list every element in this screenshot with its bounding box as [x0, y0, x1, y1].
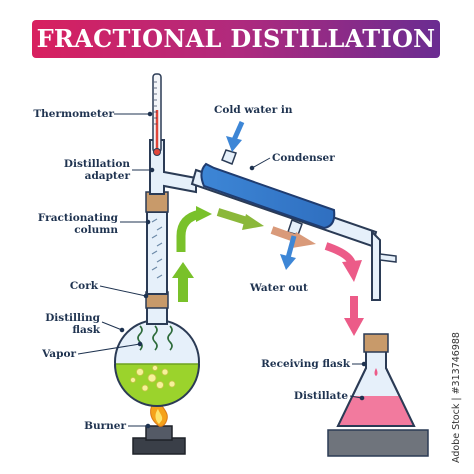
label-distillate: Distillate	[293, 390, 348, 402]
stock-id-text: Adobe Stock | #313746988	[451, 332, 462, 463]
water-out-arrow	[280, 235, 297, 270]
label-cold-water-in: Cold water in	[214, 104, 293, 116]
vapor-curve-arrow	[176, 206, 212, 252]
label-burner: Burner	[84, 420, 126, 432]
burner-neck	[145, 425, 173, 441]
stock-id-watermark: Adobe Stock | #313746988	[447, 332, 469, 465]
title-banner	[32, 20, 440, 58]
label-distilling-flask-line1: Distilling	[45, 312, 100, 324]
label-distillation-adapter-line2: adapter	[84, 170, 130, 182]
label-water-out: Water out	[250, 282, 308, 294]
label-thermometer: Thermometer	[33, 108, 114, 120]
label-distilling-flask: Distilling flask	[30, 312, 100, 336]
label-fractionating-column-line2: column	[74, 224, 118, 236]
cork-receiving	[363, 333, 389, 353]
label-receiving-flask: Receiving flask	[261, 358, 350, 370]
label-fractionating-column-line1: Fractionating	[37, 212, 118, 224]
label-vapor: Vapor	[42, 348, 76, 360]
label-condenser: Condenser	[272, 152, 335, 164]
page-title: FRACTIONAL DISTILLATION	[36, 24, 436, 53]
distillate-drop-icon	[374, 368, 378, 376]
receiving-flask	[327, 333, 429, 457]
condenser	[190, 149, 397, 301]
label-fractionating-column: Fractionating column	[30, 212, 118, 236]
label-distillation-adapter: Distillation adapter	[30, 158, 130, 182]
cold-water-in-arrow	[226, 120, 245, 152]
burner	[132, 398, 186, 455]
distilling-flask	[114, 299, 200, 407]
fractionating-column	[146, 211, 168, 295]
thermometer	[152, 73, 162, 156]
leader-lines	[77, 111, 367, 429]
label-cork: Cork	[69, 280, 98, 292]
label-distilling-flask-line2: flask	[72, 324, 100, 336]
label-distillation-adapter-line1: Distillation	[63, 158, 130, 170]
vapor-waves	[137, 325, 173, 351]
distillation-adapter	[149, 139, 197, 195]
vapor-up-arrow	[172, 262, 194, 302]
